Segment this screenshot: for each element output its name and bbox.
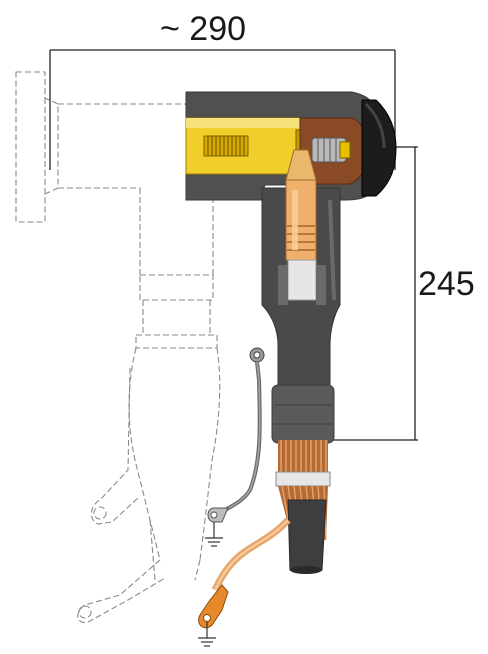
compression-lug [285, 179, 317, 261]
inner-conductor [278, 149, 326, 305]
cable-exit [275, 440, 331, 574]
orange-lug [198, 584, 229, 629]
housing-collar [271, 384, 335, 444]
height-dimension-label: 245 [418, 265, 475, 303]
end-cap-assembly [299, 99, 397, 197]
binding-band [275, 471, 331, 487]
black-end-cap [361, 99, 397, 197]
cable-jacket [287, 499, 327, 571]
ground-symbol-2 [198, 622, 216, 647]
threaded-stud [203, 135, 249, 157]
ground-symbol-1 [205, 522, 223, 547]
width-dimension-label: ~ 290 [160, 10, 246, 48]
earth-lead-housing [205, 347, 265, 547]
earth-lead-screen [198, 517, 291, 647]
cable-insulation-inner [287, 259, 317, 301]
